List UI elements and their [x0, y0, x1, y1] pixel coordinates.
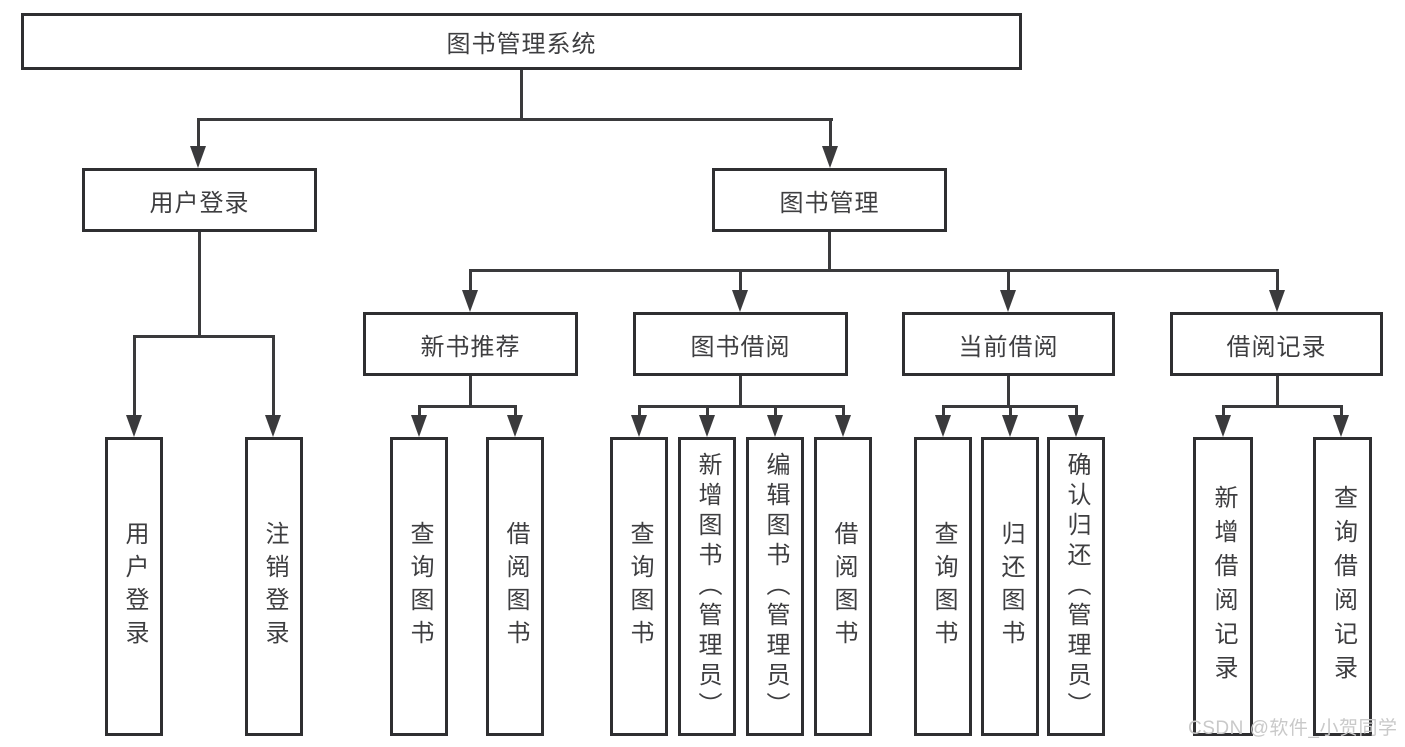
connector-borrowing-drop-2 [706, 405, 709, 417]
arrow-down-icon [126, 415, 142, 437]
arrow-down-icon [767, 415, 783, 437]
connector-records-rail [1222, 405, 1343, 408]
node-user-login: 用户登录 [82, 168, 317, 232]
connector-userlogin-rail [133, 335, 275, 338]
node-label: 新书推荐 [420, 333, 521, 361]
arrow-down-icon [265, 415, 281, 437]
leaf-label: 确认归还（管理员） [1063, 451, 1090, 722]
connector-root-rail [197, 118, 833, 121]
node-label: 图书管理系统 [446, 31, 597, 58]
leaf-label: 查询图书 [626, 520, 653, 653]
connector-current-drop-3 [1075, 405, 1078, 417]
leaf-label: 归还图书 [997, 520, 1024, 653]
arrow-down-icon [822, 146, 838, 168]
connector-current-drop-2 [1009, 405, 1012, 417]
node-book-management: 图书管理 [712, 168, 947, 232]
leaf-label: 查询图书 [406, 520, 433, 653]
arrow-down-icon [411, 415, 427, 437]
arrow-down-icon [631, 415, 647, 437]
leaf-borrow-books: 借阅图书 [814, 437, 872, 736]
connector-root-stem [520, 70, 523, 118]
connector-borrowing-drop-1 [638, 405, 641, 417]
connector-borrowing-rail [638, 405, 845, 408]
connector-records-drop-1 [1222, 405, 1225, 417]
arrow-down-icon [190, 146, 206, 168]
connector-current-drop-1 [942, 405, 945, 417]
connector-records-stem [1276, 376, 1279, 408]
connector-bookmgmt-drop-1 [469, 269, 472, 292]
node-label: 当前借阅 [958, 333, 1059, 361]
leaf-label: 注销登录 [261, 520, 288, 653]
leaf-search-books-recommend: 查询图书 [390, 437, 448, 736]
leaf-edit-books-admin: 编辑图书（管理员） [746, 437, 804, 736]
leaf-label: 新增图书（管理员） [694, 451, 721, 722]
connector-borrowing-drop-3 [774, 405, 777, 417]
connector-bookmgmt-drop-4 [1276, 269, 1279, 292]
leaf-label: 借阅图书 [830, 520, 857, 653]
leaf-label: 查询借阅记录 [1329, 484, 1357, 689]
leaf-confirm-return-admin: 确认归还（管理员） [1047, 437, 1105, 736]
node-label: 图书借阅 [690, 333, 791, 361]
leaf-query-borrow-record: 查询借阅记录 [1313, 437, 1372, 736]
connector-userlogin-drop-2 [272, 335, 275, 417]
arrow-down-icon [1333, 415, 1349, 437]
connector-borrowing-stem [739, 376, 742, 408]
connector-bookmgmt-drop-2 [739, 269, 742, 292]
arrow-down-icon [732, 290, 748, 312]
connector-userlogin-stem [198, 232, 201, 335]
node-label: 用户登录 [149, 189, 250, 217]
arrow-down-icon [462, 290, 478, 312]
leaf-label: 新增借阅记录 [1210, 484, 1237, 689]
arrow-down-icon [1215, 415, 1231, 437]
arrow-down-icon [835, 415, 851, 437]
connector-bookmgmt-rail [469, 269, 1279, 272]
node-book-borrowing: 图书借阅 [633, 312, 848, 376]
arrow-down-icon [1269, 290, 1285, 312]
connector-recommend-drop-2 [514, 405, 517, 417]
leaf-add-books-admin: 新增图书（管理员） [678, 437, 736, 736]
connector-recommend-stem [469, 376, 472, 408]
leaf-label: 编辑图书（管理员） [762, 451, 789, 722]
node-borrowing-records: 借阅记录 [1170, 312, 1383, 376]
leaf-borrow-books-recommend: 借阅图书 [486, 437, 544, 736]
node-library-management-system: 图书管理系统 [21, 13, 1022, 70]
node-label: 图书管理 [779, 189, 880, 217]
watermark: CSDN @软件_小贺同学 [1188, 718, 1398, 739]
connector-records-drop-2 [1340, 405, 1343, 417]
node-new-book-recommend: 新书推荐 [363, 312, 578, 376]
connector-userlogin-drop-1 [133, 335, 136, 417]
connector-recommend-drop-1 [418, 405, 421, 417]
leaf-add-borrow-record: 新增借阅记录 [1193, 437, 1253, 736]
leaf-label: 借阅图书 [502, 520, 529, 653]
leaf-return-books: 归还图书 [981, 437, 1039, 736]
leaf-label: 查询图书 [930, 520, 957, 653]
leaf-user-login: 用户登录 [105, 437, 163, 736]
connector-borrowing-drop-4 [842, 405, 845, 417]
leaf-label: 用户登录 [121, 520, 148, 653]
connector-bookmgmt-drop-3 [1007, 269, 1010, 292]
arrow-down-icon [507, 415, 523, 437]
arrow-down-icon [1068, 415, 1084, 437]
node-current-borrowing: 当前借阅 [902, 312, 1115, 376]
connector-root-drop-left [197, 118, 200, 148]
connector-bookmgmt-stem [828, 232, 831, 272]
leaf-search-books-borrow: 查询图书 [610, 437, 668, 736]
node-label: 借阅记录 [1226, 333, 1327, 361]
arrow-down-icon [935, 415, 951, 437]
connector-root-drop-right [829, 118, 832, 148]
connector-current-stem [1007, 376, 1010, 408]
arrow-down-icon [699, 415, 715, 437]
arrow-down-icon [1000, 290, 1016, 312]
leaf-logout-login: 注销登录 [245, 437, 303, 736]
arrow-down-icon [1002, 415, 1018, 437]
connector-recommend-rail [418, 405, 517, 408]
leaf-search-books-current: 查询图书 [914, 437, 972, 736]
